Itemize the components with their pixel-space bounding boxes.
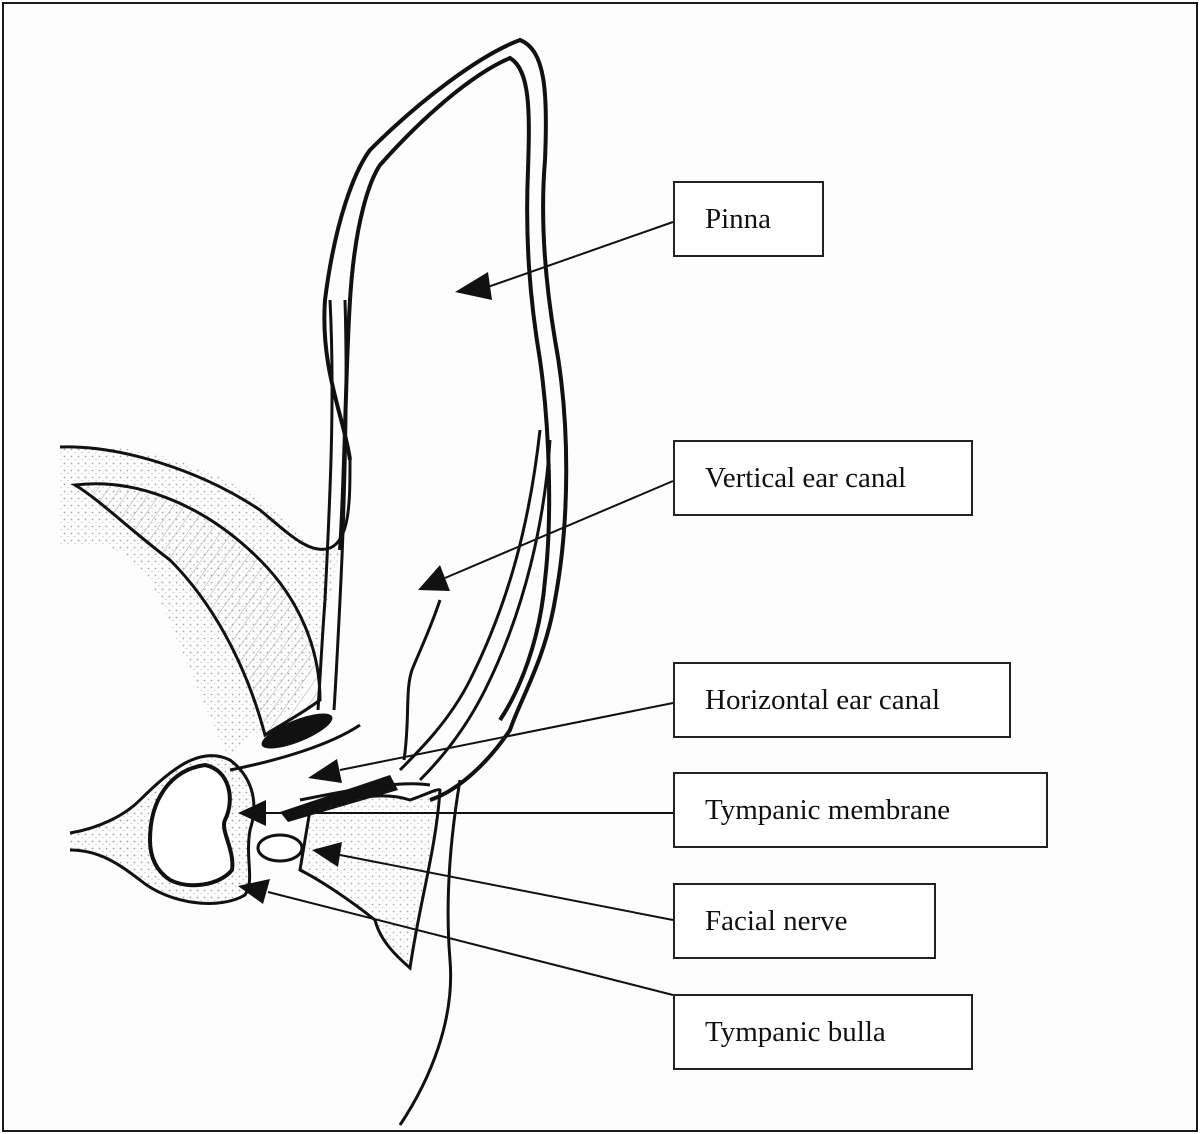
vertical-canal-wall xyxy=(398,429,542,772)
label-pinna: Pinna xyxy=(673,181,824,257)
label-pinna-text: Pinna xyxy=(705,202,772,235)
horizontal-canal-wall-top xyxy=(229,723,361,772)
pointer-tympanic-bulla xyxy=(238,879,674,996)
horizontal-canal-wall-bottom xyxy=(299,782,431,802)
facial-nerve-shape xyxy=(256,833,304,863)
pinna-outline xyxy=(322,37,569,802)
label-vertical-ear-canal: Vertical ear canal xyxy=(673,440,973,516)
vertical-canal-wall-2 xyxy=(418,439,552,782)
pointer-horizontal-ear-canal xyxy=(308,702,674,783)
pointer-facial-nerve xyxy=(312,842,674,921)
parotid-outline xyxy=(298,788,442,971)
pinna-cartilage-line-2 xyxy=(332,299,348,711)
neck-skin-line xyxy=(398,779,462,1126)
pointer-tympanic-membrane xyxy=(238,800,673,826)
label-tympanic-bulla-text: Tympanic bulla xyxy=(705,1015,886,1048)
skin-outline-top xyxy=(59,445,352,551)
pinna-inner-outline xyxy=(338,55,552,722)
label-vertical-ear-canal-text: Vertical ear canal xyxy=(705,461,907,494)
label-horizontal-ear-canal: Horizontal ear canal xyxy=(673,662,1011,738)
pinna-cartilage-line-1 xyxy=(316,299,334,711)
label-tympanic-membrane-text: Tympanic membrane xyxy=(705,793,951,826)
temporal-muscle xyxy=(70,482,322,738)
pointer-vertical-ear-canal xyxy=(418,480,674,591)
label-tympanic-bulla: Tympanic bulla xyxy=(673,994,973,1070)
vertical-canal-inner-skin xyxy=(402,599,442,761)
annular-cartilage-upper xyxy=(261,713,333,749)
label-tympanic-membrane: Tympanic membrane xyxy=(673,772,1048,848)
label-horizontal-ear-canal-text: Horizontal ear canal xyxy=(705,683,941,716)
pointer-pinna xyxy=(455,221,674,300)
label-facial-nerve: Facial nerve xyxy=(673,883,936,959)
label-facial-nerve-text: Facial nerve xyxy=(705,904,848,937)
bulla-cavity xyxy=(147,762,235,888)
